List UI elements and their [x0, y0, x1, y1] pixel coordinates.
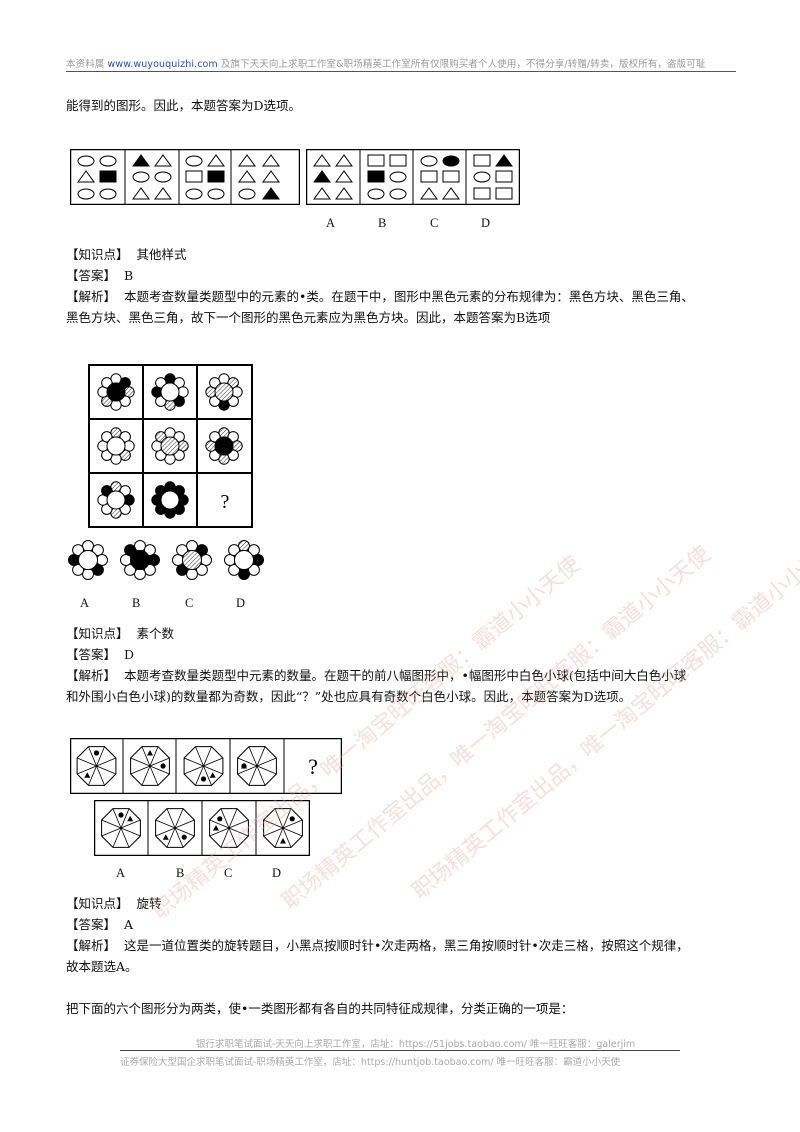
q1-options-figure: [306, 149, 520, 205]
q3-analysis: 【解析】 这是一道位置类的旋转题目，小黑点按顺时针•次走两格，黑三角按顺时针•次…: [66, 936, 746, 956]
q2-knowledge-value: 素个数: [136, 626, 174, 641]
header-divider: [66, 71, 736, 72]
q3-answer-label: 【答案】: [66, 917, 117, 932]
q1-stem-figure: [70, 149, 300, 205]
header-prefix: 本资料属: [66, 59, 105, 70]
q1-knowledge-point: 【知识点】 其他样式: [66, 245, 746, 265]
q3-question-mark: ?: [308, 754, 318, 779]
q1-answer-value: B: [123, 268, 134, 283]
q3-option-label-d: D: [272, 866, 282, 880]
next-question-text: 把下面的六个图形分为两类，使•一类图形都有各自的共同特征成规律，分类正确的一项是…: [66, 1001, 574, 1016]
q3-options-figure: [94, 800, 310, 856]
q1-analysis-label: 【解析】: [66, 289, 117, 304]
q1-option-label-b: B: [378, 216, 387, 230]
q1-answer-label: 【答案】: [66, 268, 117, 283]
footer-line1: 银行求职笔试面试-天天向上求职工作室，店址：https://51jobs.tao…: [196, 1039, 636, 1050]
q1-analysis-line2: 黑色方块、黑色三角，故下一个图形的黑色元素应为黑色方块。因此，本题答案为B选项: [66, 310, 551, 325]
q2-option-label-b: B: [132, 596, 141, 610]
q3-stem-figure: ?: [70, 738, 342, 794]
q2-analysis: 【解析】 本题考查数量类题型中元素的数量。在题干的前八幅图形中，•幅图形中白色小…: [66, 666, 746, 686]
q2-analysis-label: 【解析】: [66, 668, 117, 683]
q1-analysis: 【解析】 本题考查数量类题型中的元素的•类。在题干中，图形中黑色元素的分布规律为…: [66, 287, 746, 307]
footer-line2: 证券保险大型国企求职笔试面试-职场精英工作室，店址：https://huntjo…: [120, 1057, 621, 1068]
q2-answer-label: 【答案】: [66, 647, 117, 662]
q2-option-label-c: C: [185, 596, 194, 610]
q2-knowledge-label: 【知识点】: [66, 626, 129, 641]
q2-options-figure: [68, 540, 264, 580]
intro-line: 能得到的图形。因此，本题答案为D选项。: [66, 98, 302, 113]
q2-analysis-line2: 和外围小白色小球)的数量都为奇数，因此“？”处也应具有奇数个白色小球。因此，本题…: [66, 689, 632, 704]
q3-answer: 【答案】 A: [66, 915, 746, 935]
watermark-text-3: 职场精英工作室出品，唯一淘宝旺旺客服：霸道小小天使: [407, 531, 800, 904]
header-url-link[interactable]: www.wuyouquizhi.com: [107, 59, 218, 70]
q1-knowledge-value: 其他样式: [136, 247, 187, 262]
q3-analysis-label: 【解析】: [66, 938, 117, 953]
page-header: 本资料属 www.wuyouquizhi.com 及旗下天天向上求职工作室&职场…: [66, 56, 736, 70]
q3-option-label-c: C: [224, 866, 233, 880]
q1-option-label-d: D: [481, 216, 491, 230]
q3-answer-value: A: [123, 917, 133, 932]
q1-option-label-a: A: [326, 216, 336, 230]
q1-knowledge-label: 【知识点】: [66, 247, 129, 262]
header-suffix: 及旗下天天向上求职工作室&职场精英工作室所有仅限购买者个人使用，不得分享/转赠/…: [220, 59, 706, 70]
q3-option-label-a: A: [116, 866, 126, 880]
q2-answer-value: D: [123, 647, 134, 662]
q3-knowledge-value: 旋转: [136, 896, 162, 911]
q1-analysis-line1: 本题考查数量类题型中的元素的•类。在题干中，图形中黑色元素的分布规律为：黑色方块…: [123, 289, 694, 304]
q3-knowledge-point: 【知识点】 旋转: [66, 894, 746, 914]
q2-answer: 【答案】 D: [66, 645, 746, 665]
q2-stem-grid-figure: ?: [88, 364, 253, 528]
q3-option-label-b: B: [176, 866, 185, 880]
q1-answer: 【答案】 B: [66, 266, 746, 286]
q2-question-mark: ?: [221, 491, 230, 513]
q2-option-label-d: D: [236, 596, 246, 610]
q1-option-label-c: C: [430, 216, 439, 230]
q2-analysis-line1: 本题考查数量类题型中元素的数量。在题干的前八幅图形中，•幅图形中白色小球(包括中…: [123, 668, 687, 683]
watermark-text-2: 职场精英工作室出品，唯一淘宝旺旺客服：霸道小小天使: [277, 541, 714, 914]
q3-knowledge-label: 【知识点】: [66, 896, 129, 911]
q2-option-label-a: A: [80, 596, 90, 610]
q2-knowledge-point: 【知识点】 素个数: [66, 624, 746, 644]
q3-analysis-line2: 故本题选A。: [66, 959, 138, 974]
q3-analysis-line1: 这是一道位置类的旋转题目，小黑点按顺时针•次走两格，黑三角按顺时针•次走三格，按…: [123, 938, 689, 953]
footer-divider: [120, 1050, 680, 1051]
